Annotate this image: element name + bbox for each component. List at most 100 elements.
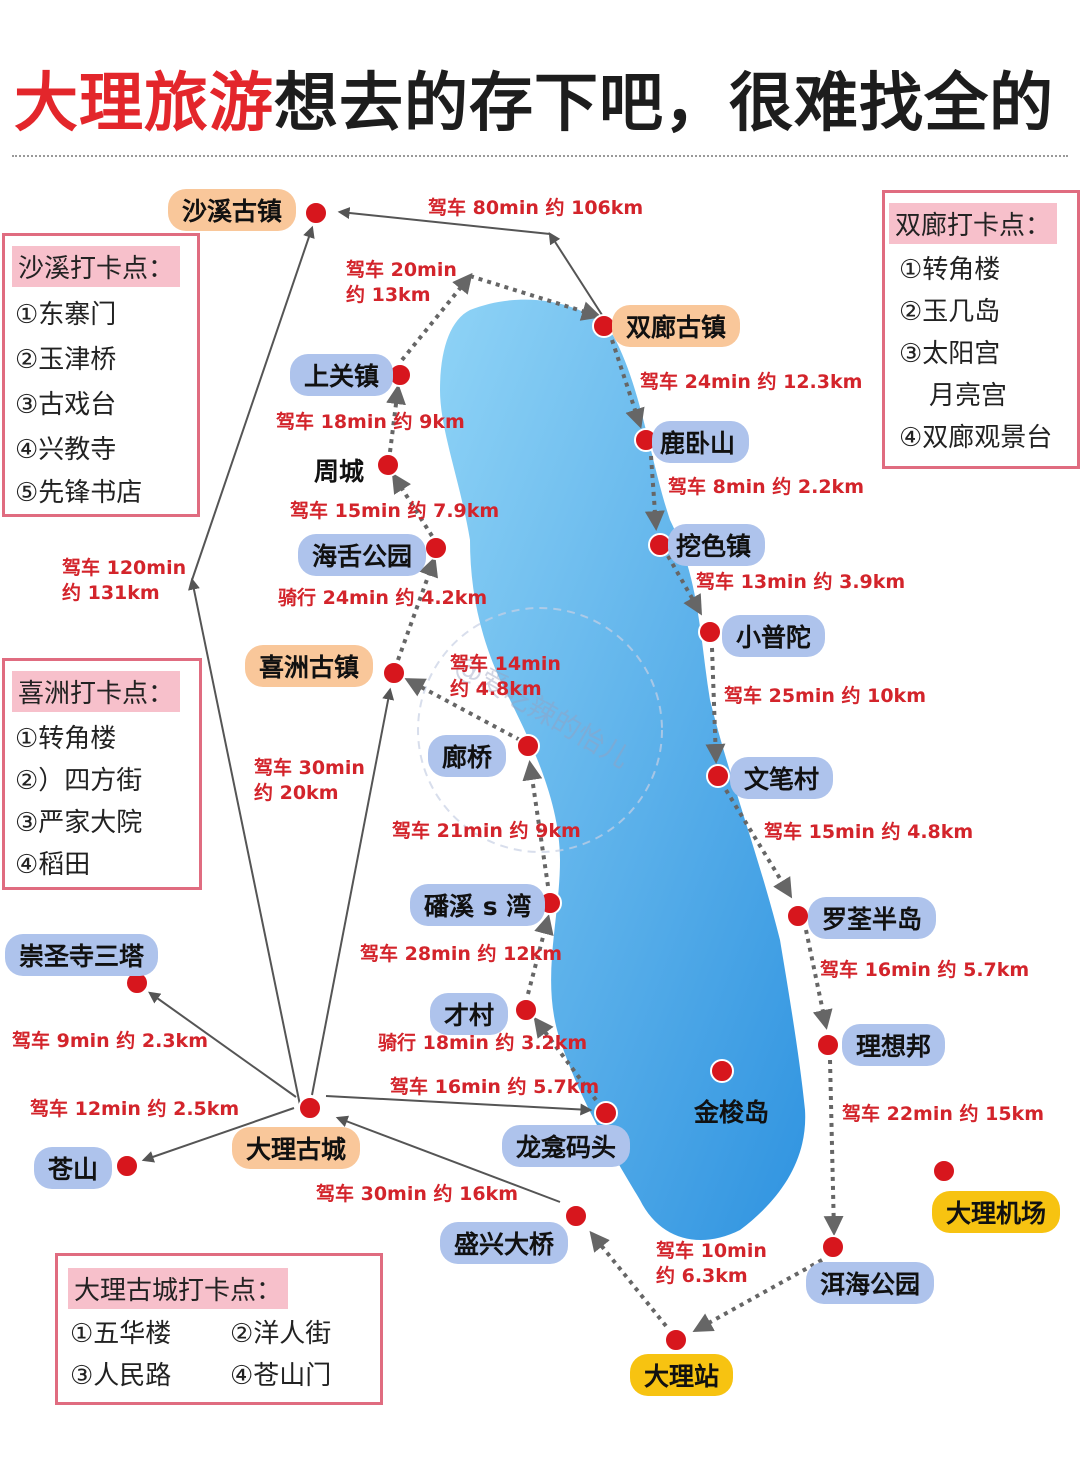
xizhou-checkin-item: ③严家大院: [15, 808, 143, 838]
marker-xizhou: [382, 661, 406, 685]
route-panxi-langqiao: [522, 760, 550, 887]
label-xizhou: 喜洲古镇: [245, 645, 374, 687]
label-langqiao: 廊桥: [428, 735, 507, 777]
dist-xiaoputuo-wenbi: 驾车 25min 约 10km: [724, 685, 926, 707]
marker-longkan: [594, 1101, 618, 1125]
marker-airport: [932, 1159, 956, 1183]
route-zhoucheng-shangguan: [386, 384, 406, 453]
route-shuanglang-luwoshan: [610, 339, 645, 429]
shaxi-checkin-item: ①东寨门: [15, 300, 117, 330]
xizhou-checkin-box: 喜洲打卡点： ①转角楼 ②）四方街 ③严家大院 ④稻田: [2, 658, 202, 890]
dali-checkin-title: 大理古城打卡点：: [68, 1268, 289, 1309]
route-shengxing-dali: [335, 1115, 561, 1203]
label-jinsuo: 金梭岛: [694, 1098, 770, 1127]
route-station-shengxing: [589, 1230, 668, 1328]
shaxi-checkin-item: ③古戏台: [15, 390, 117, 420]
dist-longkan-caicun: 骑行 18min 约 3.2km: [378, 1032, 588, 1054]
erhai-lake: [440, 299, 806, 1240]
dist-dali-shaxi-km: 约 131km: [62, 582, 160, 604]
page-title: 大理旅游想去的存下吧，很难找全的: [14, 52, 1054, 144]
dist-panxi-langqiao: 驾车 21min 约 9km: [392, 820, 581, 842]
dist-dali-shaxi-time: 驾车 120min: [62, 557, 187, 579]
label-shengxing: 盛兴大桥: [440, 1222, 569, 1264]
dist-shuanglang-shaxi: 驾车 80min 约 106km: [428, 197, 644, 219]
marker-dali-old: [298, 1096, 322, 1120]
dist-dali-longkan: 驾车 16min 约 5.7km: [390, 1076, 600, 1098]
dali-checkin-item: ③人民路: [70, 1361, 172, 1391]
dist-dali-xizhou-km: 约 20km: [254, 782, 339, 804]
marker-haishe: [424, 536, 448, 560]
route-dali-chongsheng: [148, 991, 297, 1098]
label-shuanglang: 双廊古镇: [612, 305, 741, 347]
route-wenbi-luoquan: [724, 788, 793, 899]
marker-shaxi: [304, 201, 328, 225]
dist-zhoucheng-shangguan: 驾车 18min 约 9km: [276, 411, 465, 433]
label-waise: 挖色镇: [668, 524, 766, 566]
marker-caicun: [514, 998, 538, 1022]
label-caicun: 才村: [430, 993, 509, 1035]
marker-wenbi: [706, 764, 730, 788]
shuanglang-checkin-title: 双廊打卡点：: [889, 203, 1058, 244]
shaxi-checkin-item: ⑤先锋书店: [15, 478, 143, 508]
dist-shangguan-shuanglang-km: 约 13km: [346, 284, 431, 306]
label-station: 大理站: [630, 1354, 734, 1396]
dist-erhai-station-km: 约 6.3km: [656, 1265, 748, 1287]
dist-dali-cangshan: 驾车 12min 约 2.5km: [30, 1098, 240, 1120]
dotted-routes: [386, 272, 844, 1332]
dist-xizhou-haishe: 骑行 24min 约 4.2km: [278, 587, 488, 609]
label-erhai-park: 洱海公园: [806, 1262, 935, 1304]
title-rest: 想去的存下吧，很难找全的: [274, 67, 1054, 141]
shaxi-checkin-item: ②玉津桥: [15, 345, 117, 375]
watermark-ring: [417, 607, 663, 853]
marker-shengxing: [564, 1204, 588, 1228]
shaxi-checkin-item: ④兴教寺: [15, 435, 117, 465]
label-longkan: 龙龛码头: [502, 1125, 631, 1167]
route-dali-shaxi-b: [191, 225, 315, 581]
route-shangguan-shuanglang-b: [469, 274, 602, 321]
shaxi-checkin-title: 沙溪打卡点：: [12, 246, 181, 287]
marker-zhoucheng: [376, 453, 400, 477]
dist-caicun-panxi: 驾车 28min 约 12km: [360, 943, 562, 965]
route-caicun-panxi: [526, 914, 554, 995]
marker-station: [664, 1328, 688, 1352]
label-chongsheng: 崇圣寺三塔: [5, 934, 159, 976]
shuanglang-checkin-item: ②玉几岛: [899, 297, 1001, 327]
route-erhai-station: [692, 1258, 823, 1332]
xizhou-checkin-item: ②）四方街: [15, 766, 143, 796]
marker-luoquan: [786, 904, 810, 928]
dist-luoquan-lixiangbang: 驾车 16min 约 5.7km: [820, 959, 1030, 981]
route-shuanglang-shaxi-b: [337, 207, 551, 235]
label-shaxi: 沙溪古镇: [168, 189, 297, 231]
marker-erhai-park: [821, 1235, 845, 1259]
marker-jinsuo: [710, 1059, 734, 1083]
shuanglang-checkin-item: ④双廊观景台: [899, 423, 1053, 453]
route-dali-cangshan: [141, 1107, 295, 1163]
dist-erhai-station-time: 驾车 10min: [656, 1240, 767, 1262]
label-luoquan: 罗荃半岛: [808, 897, 937, 939]
route-luwoshan-waise: [644, 455, 665, 531]
route-langqiao-xizhou: [404, 678, 521, 742]
route-shangguan-shuanglang-a: [400, 272, 473, 362]
route-longkan-caicun: [533, 1016, 598, 1102]
xizhou-checkin-item: ④稻田: [15, 850, 91, 880]
shuanglang-checkin-item: 月亮宫: [929, 381, 1008, 411]
label-dali-old: 大理古城: [232, 1127, 361, 1169]
title-divider: [12, 155, 1068, 157]
solid-routes: [141, 207, 605, 1203]
dist-dali-chongsheng: 驾车 9min 约 2.3km: [12, 1030, 208, 1052]
dist-langqiao-xizhou-time: 驾车 14min: [450, 653, 561, 675]
label-shangguan: 上关镇: [290, 354, 394, 396]
label-panxi: 磻溪 s 湾: [410, 884, 546, 926]
label-zhoucheng: 周城: [314, 457, 365, 486]
dist-luwoshan-waise: 驾车 8min 约 2.2km: [668, 476, 864, 498]
route-xiaoputuo-wenbi: [705, 647, 726, 764]
label-luwoshan: 鹿卧山: [652, 421, 750, 463]
label-wenbi: 文笔村: [730, 757, 834, 799]
route-lixiangbang-erhai: [823, 1059, 844, 1236]
label-haishe: 海舌公园: [298, 534, 427, 576]
dali-checkin-item: ①五华楼: [70, 1319, 172, 1349]
shuanglang-checkin-item: ①转角楼: [899, 255, 1001, 285]
xizhou-checkin-item: ①转角楼: [15, 724, 117, 754]
route-waise-xiaoputuo: [666, 555, 702, 616]
